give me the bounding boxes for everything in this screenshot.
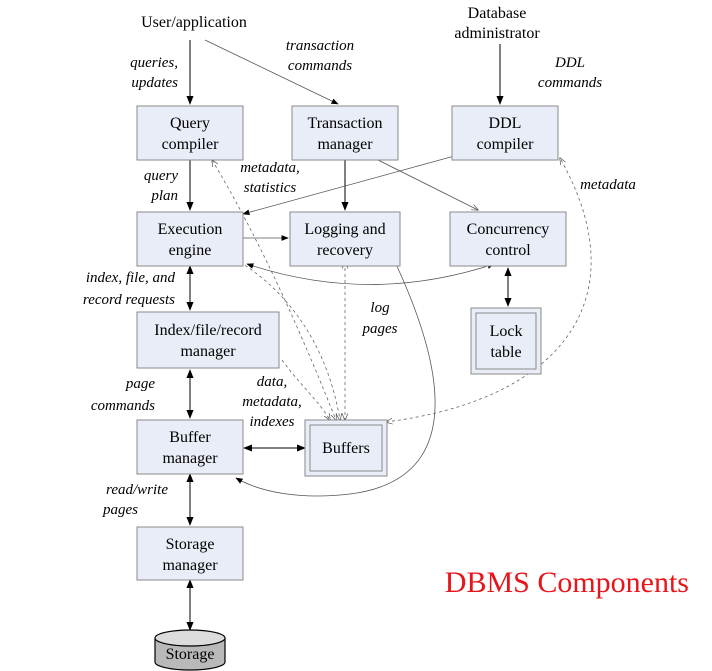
svg-text:control: control (485, 242, 531, 259)
storage-manager-box: Storage manager (136, 526, 244, 581)
ddl-compiler-box: DDL compiler (451, 105, 559, 161)
label-transaction-commands-2: commands (288, 58, 352, 74)
label-queries-updates-2: updates (131, 75, 178, 91)
label-index-requests-1: index, file, and (86, 270, 176, 286)
label-read-write-pages-2: pages (102, 502, 138, 518)
svg-text:Storage: Storage (166, 536, 215, 553)
label-read-write-pages-1: read/write (106, 482, 168, 498)
svg-text:compiler: compiler (162, 136, 220, 153)
svg-text:DDL: DDL (489, 115, 522, 132)
buffers-box: Buffers (304, 419, 388, 477)
label-page-commands-1: page (125, 376, 156, 392)
label-index-requests-2: record requests (83, 292, 175, 308)
svg-text:manager: manager (162, 557, 218, 574)
label-query-plan-2: plan (150, 188, 178, 204)
svg-text:manager: manager (180, 343, 236, 360)
label-data-metadata-indexes-2: metadata, (242, 394, 302, 410)
user-application-label: User/application (141, 14, 247, 31)
edge-execution-buffers-dashed (239, 261, 340, 420)
edge-transaction-to-concurrency (377, 159, 478, 210)
buffer-manager-box: Buffer manager (136, 419, 244, 475)
svg-text:Execution: Execution (158, 221, 223, 238)
diagram-title: DBMS Components (445, 566, 689, 599)
label-ddl-commands-2: commands (538, 75, 602, 91)
edge-index-buffers-dashed (281, 359, 330, 420)
edge-user-to-transaction-manager (204, 39, 339, 105)
svg-text:Transaction: Transaction (308, 115, 383, 132)
svg-text:Lock: Lock (490, 323, 523, 340)
label-queries-updates-1: queries, (130, 55, 178, 71)
label-page-commands-2: commands (91, 398, 155, 414)
concurrency-control-box: Concurrency control (449, 211, 567, 267)
label-log-pages-1: log (370, 300, 390, 316)
dba-label-line1: Database (468, 5, 527, 22)
svg-text:manager: manager (317, 136, 373, 153)
query-compiler-box: Query compiler (136, 105, 244, 161)
svg-text:engine: engine (169, 242, 212, 259)
index-file-record-manager-box: Index/file/record manager (136, 311, 280, 369)
svg-text:Logging and: Logging and (304, 221, 385, 238)
storage-cylinder-icon: Storage (154, 629, 226, 671)
svg-text:Buffer: Buffer (169, 429, 211, 446)
lock-table-box: Lock table (470, 307, 542, 375)
edge-ddl-buffers-dashed (386, 158, 592, 422)
transaction-manager-box: Transaction manager (291, 105, 399, 161)
label-transaction-commands-1: transaction (286, 38, 354, 54)
label-metadata-statistics-2: statistics (244, 180, 297, 196)
logging-recovery-box: Logging and recovery (289, 211, 401, 267)
label-data-metadata-indexes-3: indexes (250, 414, 295, 430)
svg-text:compiler: compiler (477, 136, 535, 153)
dba-label-line2: administrator (454, 25, 540, 42)
label-log-pages-2: pages (362, 321, 398, 337)
svg-text:Index/file/record: Index/file/record (154, 322, 262, 339)
label-metadata: metadata (580, 177, 636, 193)
label-metadata-statistics-1: metadata, (240, 160, 300, 176)
svg-text:Query: Query (170, 115, 210, 132)
svg-text:table: table (490, 344, 521, 361)
svg-text:manager: manager (162, 450, 218, 467)
svg-text:Buffers: Buffers (322, 440, 370, 457)
svg-text:Concurrency: Concurrency (467, 221, 550, 238)
storage-label: Storage (166, 646, 215, 663)
execution-engine-box: Execution engine (136, 211, 244, 267)
label-data-metadata-indexes-1: data, (257, 374, 287, 390)
label-ddl-commands-1: DDL (554, 55, 585, 71)
label-query-plan-1: query (144, 168, 178, 184)
svg-text:recovery: recovery (317, 242, 373, 259)
edge-execution-concurrency (246, 263, 495, 285)
